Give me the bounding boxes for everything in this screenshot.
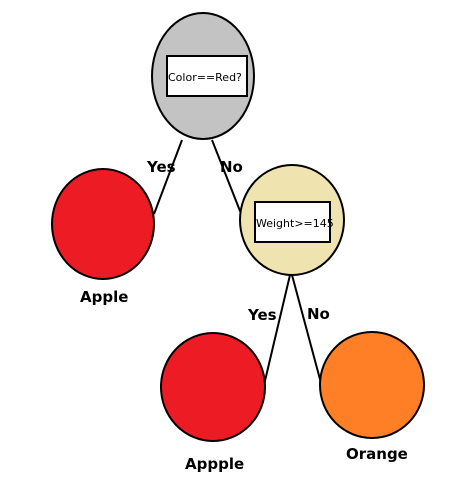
edge-root-yes [153,139,183,215]
leaf-apple-middle: Appple [160,332,266,473]
root-node: Color==Red? [151,12,255,140]
edge-root-no [211,139,243,217]
weight-yes-label: Yes [247,306,277,324]
appple-leaf-label: Appple [185,455,244,473]
orange-leaf-circle [319,331,425,439]
root-condition-text: Color==Red? [168,71,242,84]
weight-condition-box [254,201,331,243]
leaf-apple-left: Apple [51,168,155,306]
root-condition-box [166,55,248,97]
weight-condition-text: Weight>=145 [256,217,334,230]
appple-leaf-circle [160,332,266,442]
edge-weight-no [291,274,322,384]
weight-node: Weight>=145 [239,164,345,276]
apple-leaf-label: Apple [80,288,128,306]
apple-leaf-circle [51,168,155,280]
orange-leaf-label: Orange [346,445,408,463]
weight-no-label: No [307,305,330,323]
root-yes-label: Yes [146,158,176,176]
leaf-orange: Orange [319,331,425,463]
edge-weight-yes [263,274,291,386]
root-no-label: No [220,158,243,176]
